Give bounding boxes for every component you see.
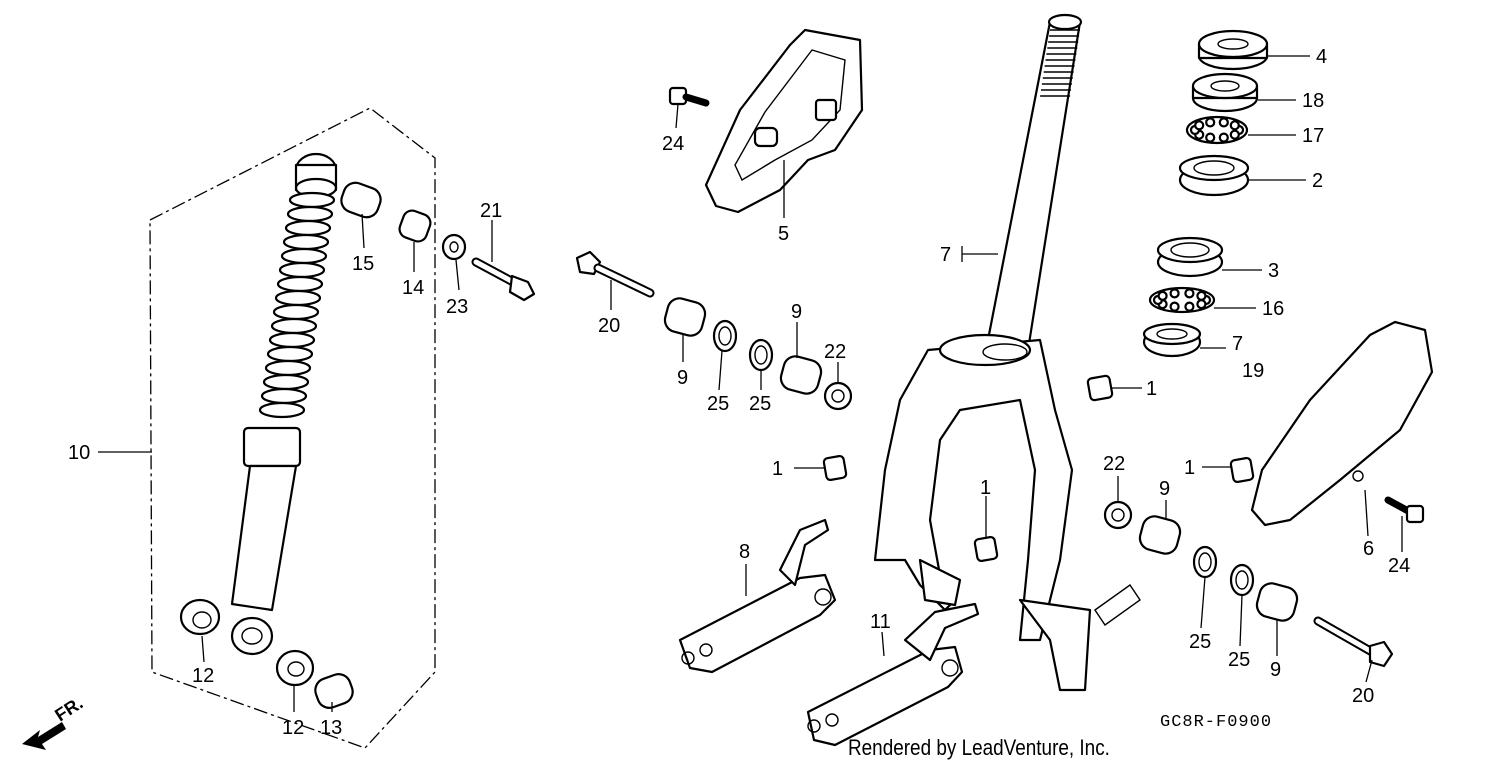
callout-10: 10 xyxy=(68,442,90,464)
washer-25-c xyxy=(1192,545,1218,579)
callout-1-b: 1 xyxy=(772,458,783,480)
link-arm-11 xyxy=(806,602,980,747)
rubber-pad-1-b xyxy=(822,454,848,482)
callout-22-a: 22 xyxy=(824,341,846,363)
callout-25-c: 25 xyxy=(1189,631,1211,653)
drawing-code: GC8R-F0900 xyxy=(1160,713,1273,732)
callout-9-b: 9 xyxy=(791,301,802,323)
callout-13: 13 xyxy=(320,717,342,739)
bushing-9-b xyxy=(779,355,823,395)
callout-9-a: 9 xyxy=(677,367,688,389)
callout-9-d: 9 xyxy=(1270,659,1281,681)
callout-14: 14 xyxy=(402,277,424,299)
callout-24-left: 24 xyxy=(662,133,684,155)
callout-5: 5 xyxy=(778,223,789,245)
callout-20-upper: 20 xyxy=(598,315,620,337)
left-cover-5 xyxy=(704,28,864,214)
bushing-9-c xyxy=(1138,515,1182,555)
callout-3: 3 xyxy=(1268,260,1279,282)
callout-2: 2 xyxy=(1312,170,1323,192)
bottom-ball-race-3 xyxy=(1156,236,1224,278)
nut-22-a xyxy=(823,381,853,411)
collar-14 xyxy=(398,209,432,243)
bolt-20-lower xyxy=(1313,616,1394,668)
callout-12-upper: 12 xyxy=(192,665,214,687)
callout-25-a: 25 xyxy=(707,393,729,415)
nut-12-lower xyxy=(275,649,315,687)
callout-7-stem: 7 xyxy=(940,244,951,266)
rubber-pad-1-d xyxy=(973,535,999,563)
callout-20-lower: 20 xyxy=(1352,685,1374,707)
screw-24-right xyxy=(1384,496,1425,524)
callout-25-d: 25 xyxy=(1228,649,1250,671)
callout-18: 18 xyxy=(1302,90,1324,112)
rear-shock-absorber xyxy=(230,152,338,656)
callout-8: 8 xyxy=(739,541,750,563)
callout-11: 11 xyxy=(870,611,891,633)
direction-label: FR. xyxy=(51,693,86,726)
callout-21: 21 xyxy=(480,200,502,222)
washer-25-b xyxy=(748,338,774,372)
callout-16: 16 xyxy=(1262,298,1284,320)
top-ball-race-2 xyxy=(1178,154,1250,197)
front-direction-arrow-icon: FR. xyxy=(22,693,87,750)
callout-22-b: 22 xyxy=(1103,453,1125,475)
callout-7-race: 7 xyxy=(1232,333,1243,355)
bolt-21 xyxy=(471,257,536,302)
callout-25-b: 25 xyxy=(749,393,771,415)
callout-1-c: 1 xyxy=(1184,457,1195,479)
bushing-9-a xyxy=(663,297,707,337)
callout-12-lower: 12 xyxy=(282,717,304,739)
bolt-20-upper xyxy=(575,250,655,298)
ball-bearing-16 xyxy=(1148,286,1216,314)
leader-lines xyxy=(98,55,1403,712)
link-arm-8 xyxy=(678,518,837,674)
lock-nut-4 xyxy=(1197,29,1269,71)
ball-bearing-17 xyxy=(1185,115,1249,145)
top-cone-race-18 xyxy=(1191,72,1259,113)
washer-25-a xyxy=(712,319,738,353)
callout-19: 19 xyxy=(1242,360,1264,382)
callout-24-right: 24 xyxy=(1388,555,1410,577)
collar-13 xyxy=(314,673,354,709)
render-credit: Rendered by LeadVenture, Inc. xyxy=(848,735,1110,760)
screw-24-left xyxy=(668,86,710,107)
rubber-pad-1-a xyxy=(1086,374,1114,402)
right-cover-6 xyxy=(1250,320,1434,527)
steering-stem-7 xyxy=(873,13,1141,692)
nut-12-upper xyxy=(179,598,221,636)
nut-22-b xyxy=(1103,500,1133,530)
bushing-15 xyxy=(340,181,382,219)
callout-labels: 10 15 14 23 21 12 12 13 24 5 20 9 25 25 … xyxy=(68,46,1410,739)
bushing-9-d xyxy=(1255,582,1299,622)
bottom-cone-race-19 xyxy=(1142,322,1202,358)
callout-15: 15 xyxy=(352,253,374,275)
callout-23: 23 xyxy=(446,296,468,318)
callout-4: 4 xyxy=(1316,46,1327,68)
callout-9-c: 9 xyxy=(1159,478,1170,500)
callout-1-d: 1 xyxy=(980,477,991,499)
callout-1-a: 1 xyxy=(1146,378,1157,400)
washer-25-d xyxy=(1229,563,1255,597)
callout-17: 17 xyxy=(1302,125,1324,147)
rubber-pad-1-c xyxy=(1229,456,1255,484)
callout-6: 6 xyxy=(1363,538,1374,560)
washer-23 xyxy=(441,233,467,261)
